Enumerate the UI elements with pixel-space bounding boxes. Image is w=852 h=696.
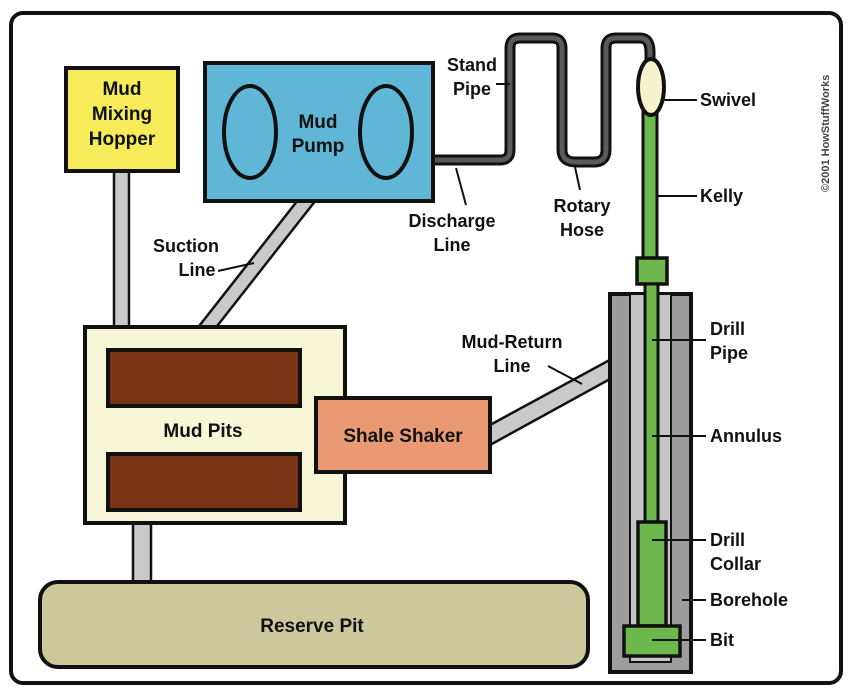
label-mud-return-line2: Line <box>493 356 530 376</box>
label-drill-collar-line2: Collar <box>710 554 761 574</box>
label-bit: Bit <box>710 630 734 650</box>
drill-pipe <box>643 282 660 526</box>
hopper-label-line3: Hopper <box>89 129 156 150</box>
pump-label-line1: Mud <box>298 112 337 133</box>
mud-mixing-hopper <box>64 66 180 173</box>
mud-pit-upper <box>106 348 302 408</box>
pump-cylinder-left <box>222 84 278 180</box>
label-kelly: Kelly <box>700 186 743 206</box>
hopper-feed-pipe <box>112 168 131 329</box>
pump-cylinder-right <box>358 84 414 180</box>
label-stand-pipe-line1: Stand <box>447 55 497 75</box>
mud-pits-label: Mud Pits <box>163 421 242 442</box>
pump-label-line2: Pump <box>292 136 345 157</box>
label-swivel: Swivel <box>700 90 756 110</box>
leader-rotary-hose <box>574 166 581 191</box>
label-discharge-line-line1: Discharge <box>408 211 495 231</box>
swivel <box>636 57 666 117</box>
shale-shaker-label: Shale Shaker <box>343 426 463 447</box>
label-suction-line-line1: Suction <box>153 236 219 256</box>
reserve-pit <box>38 580 590 669</box>
shale-shaker <box>314 396 492 474</box>
label-drill-pipe-line2: Pipe <box>710 343 748 363</box>
discharge-line-tube-inner <box>429 35 653 165</box>
label-discharge-line-line2: Line <box>433 235 470 255</box>
label-suction-line-line2: Line <box>178 260 215 280</box>
label-annulus: Annulus <box>710 426 782 446</box>
label-borehole: Borehole <box>710 590 788 610</box>
label-drill-pipe-line1: Drill <box>710 319 745 339</box>
label-rotary-hose-line1: Rotary <box>553 196 610 216</box>
kelly-coupling <box>635 256 669 286</box>
label-drill-collar-line1: Drill <box>710 530 745 550</box>
reserve-pit-label: Reserve Pit <box>260 616 364 637</box>
credit-text: ©2001 HowStuffWorks <box>820 75 832 192</box>
hopper-label-line1: Mud <box>102 79 141 100</box>
leader-mud-return <box>547 365 583 385</box>
pits-to-reserve-pipe <box>131 521 153 587</box>
leader-discharge-line <box>455 167 467 206</box>
drill-collar <box>636 520 668 628</box>
label-rotary-hose-line2: Hose <box>560 220 604 240</box>
leader-suction-line <box>217 262 255 272</box>
label-mud-return-line1: Mud-Return <box>462 332 563 352</box>
mud-pit-lower <box>106 452 302 512</box>
hopper-label-line2: Mixing <box>92 104 152 125</box>
leader-lines <box>217 83 706 641</box>
label-stand-pipe-line2: Pipe <box>453 79 491 99</box>
kelly <box>641 110 659 264</box>
